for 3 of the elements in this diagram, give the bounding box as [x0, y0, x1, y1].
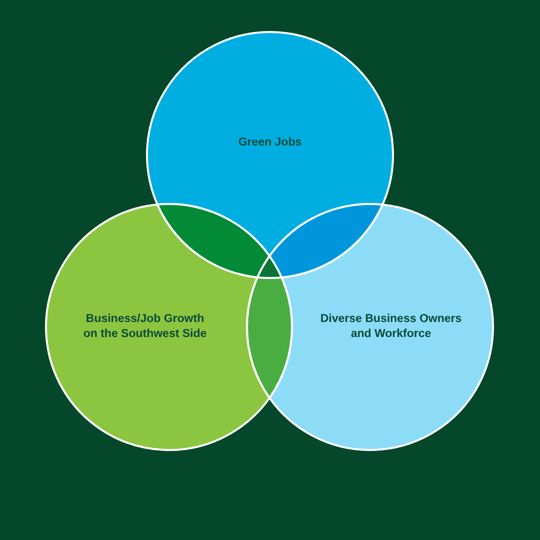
circle-label: Business/Job Growth on the Southwest Side	[82, 312, 208, 342]
circle-label: Green Jobs	[237, 136, 303, 150]
circle-label: Diverse Business Owners and Workforce	[319, 312, 463, 342]
